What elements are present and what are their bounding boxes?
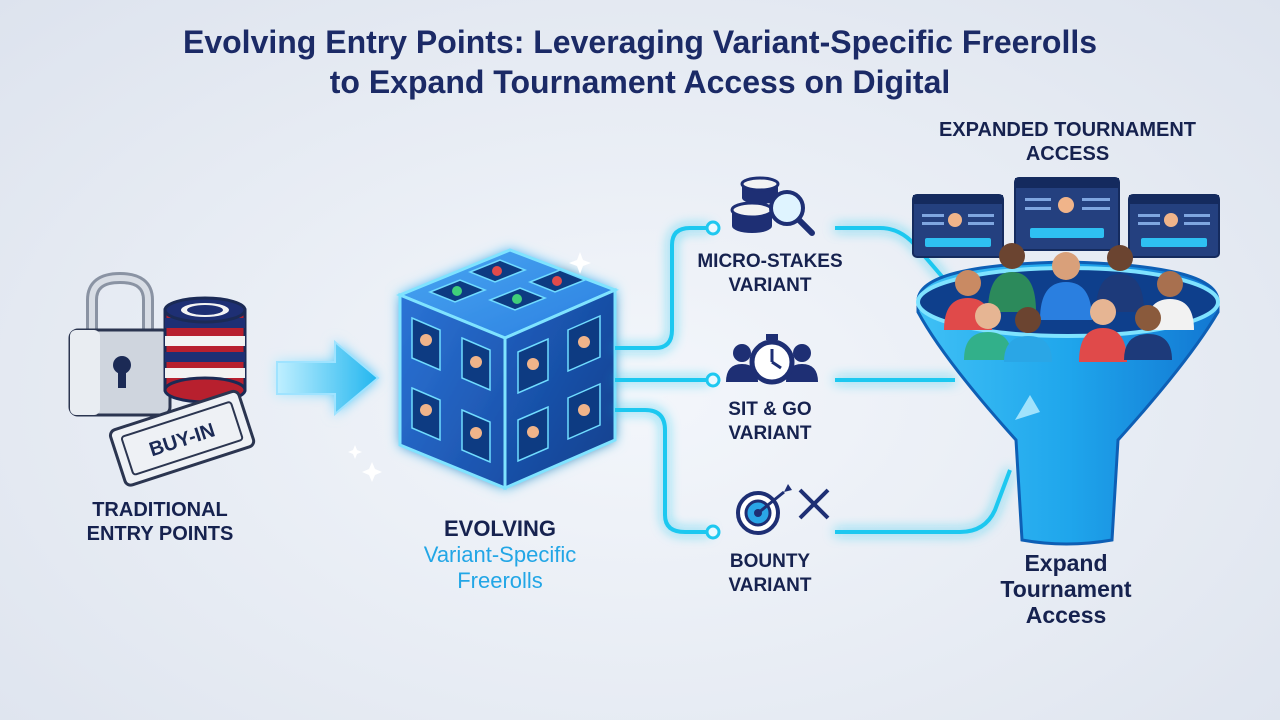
micro-stakes-variant-label: MICRO-STAKES VARIANT <box>680 250 860 298</box>
micro-stakes-line-2: VARIANT <box>728 275 812 296</box>
title-line-2: to Expand Tournament Access on Digital <box>329 64 951 100</box>
screen-card-left <box>912 194 1004 258</box>
connector-nodes <box>705 220 721 540</box>
expanded-access-label: EXPANDED TOURNAMENT ACCESS <box>900 118 1235 166</box>
expand-access-line-3: Access <box>1025 602 1107 628</box>
stopwatch-players-icon <box>726 334 818 385</box>
page-title: Evolving Entry Points: Leveraging Varian… <box>0 22 1280 102</box>
padlock-icon <box>68 271 172 417</box>
evolving-freerolls-label: EVOLVING Variant-Specific Freerolls <box>380 516 620 594</box>
sit-and-go-line-2: VARIANT <box>728 423 812 444</box>
sparkle-icons <box>348 252 591 482</box>
bounty-line-2: VARIANT <box>728 575 812 596</box>
connector-lines <box>615 226 1012 534</box>
title-line-1: Evolving Entry Points: Leveraging Varian… <box>182 24 1098 60</box>
traditional-entry-illustration: BUY-IN <box>68 271 256 487</box>
screen-card-right <box>1128 194 1220 258</box>
traditional-label-line-2: ENTRY POINTS <box>86 523 234 545</box>
evolving-label-line-1: EVOLVING <box>443 516 557 541</box>
expanded-access-line-1: EXPANDED TOURNAMENT <box>938 119 1197 141</box>
expand-access-label: Expand Tournament Access <box>950 550 1182 628</box>
target-swords-icon <box>736 484 830 535</box>
freeroll-cube-illustration <box>396 248 619 491</box>
poker-chips-icon <box>163 296 247 404</box>
crowd-icon <box>944 243 1194 362</box>
bounty-variant-label: BOUNTY VARIANT <box>680 550 860 598</box>
expand-access-line-2: Tournament <box>1000 576 1132 602</box>
buy-in-ticket-icon: BUY-IN <box>108 389 256 487</box>
micro-stakes-line-1: MICRO-STAKES <box>697 251 843 272</box>
expand-access-line-1: Expand <box>1024 550 1108 576</box>
tournament-screens <box>912 177 1220 258</box>
evolving-label-line-3: Freerolls <box>457 568 543 593</box>
screen-card-center <box>1014 177 1120 251</box>
traditional-label-line-1: TRADITIONAL <box>92 499 228 521</box>
chips-magnifier-icon <box>730 176 815 236</box>
arrow-icon <box>276 339 380 417</box>
sit-and-go-variant-label: SIT & GO VARIANT <box>680 398 860 446</box>
sit-and-go-line-1: SIT & GO <box>728 399 812 420</box>
evolving-label-line-2: Variant-Specific <box>423 542 577 567</box>
traditional-entry-label: TRADITIONAL ENTRY POINTS <box>50 498 270 546</box>
bounty-line-1: BOUNTY <box>729 551 811 572</box>
expanded-access-line-2: ACCESS <box>1025 143 1110 165</box>
